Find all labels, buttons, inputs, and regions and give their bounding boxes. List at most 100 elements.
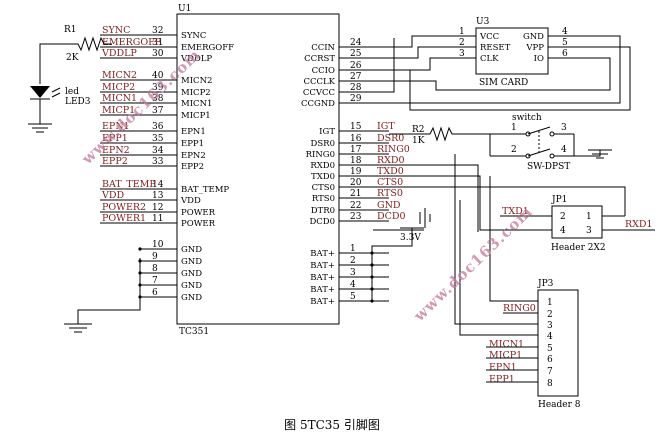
led-label: led (65, 87, 79, 97)
r1-value: 2K (66, 53, 79, 63)
u3-pin-name-5: VPP (525, 43, 544, 53)
u1-pin-name-19: TXD0 (311, 172, 335, 182)
u1-pin-name-13: VDD (180, 196, 201, 206)
u1-pin-name-27: CCCLK (303, 77, 335, 87)
u1-pin-name-40: MICN2 (181, 76, 212, 86)
u1-net-label-13: VDD (101, 190, 124, 201)
u1-pin-name-33: EPP2 (181, 162, 204, 172)
u1-pin-name-28: CCVCC (303, 88, 335, 98)
u1-pin-name-5: BAT+ (310, 297, 335, 307)
figure-caption: 图 5TC35 引脚图 (284, 418, 380, 432)
led-ref: LED3 (65, 97, 91, 107)
u1-pin-num-31: 31 (152, 38, 163, 48)
u3-ref: U3 (476, 17, 490, 27)
u1-net-label-32: SYNC (102, 25, 130, 36)
u1-net-label-39: MICP2 (102, 82, 135, 93)
supply-label: 3.3V (400, 233, 421, 243)
jp3-pin-8: 8 (547, 379, 553, 389)
u3-pin-num-3: 3 (459, 49, 465, 59)
sw-part: SW-DPST (527, 162, 570, 172)
u1-pin-name-4: BAT+ (310, 285, 335, 295)
u1-net-label-40: MICN2 (102, 70, 137, 81)
u1-pin-name-34: EPN2 (181, 151, 206, 161)
jp3-body (537, 289, 579, 397)
u1-net-label-34: EPN2 (102, 145, 130, 156)
u1-pin-name-36: EPN1 (181, 127, 206, 137)
u1-pin-num-18: 18 (350, 156, 362, 166)
switch-label: switch (512, 113, 542, 123)
u1-pin-num-23: 23 (350, 212, 362, 222)
u1-pin-num-20: 20 (350, 178, 362, 188)
r2-value: 1K (412, 136, 425, 146)
u1-junction-10 (138, 247, 142, 251)
u1-pin-num-40: 40 (152, 71, 164, 81)
r2-resistor (389, 126, 490, 142)
u1-pin-name-24: CCIN (311, 43, 335, 53)
u1-net-label-17: RING0 (377, 144, 410, 155)
u1-net-label-37: MICP1 (102, 105, 135, 116)
jp3-net-micn1: MICN1 (489, 339, 524, 350)
u1-pin-name-26: CCIO (312, 66, 335, 76)
jp1-txd: TXD1 (502, 206, 529, 217)
jp3-pin-6: 6 (547, 355, 553, 365)
jp1-part: Header 2X2 (551, 243, 606, 253)
jp3-net-epn1: EPN1 (489, 362, 517, 373)
u1-pin-name-30: VDDLP (180, 54, 212, 64)
u1-pin-num-16: 16 (350, 134, 362, 144)
led-diode (28, 86, 61, 133)
u1-pin-num-37: 37 (152, 106, 164, 116)
u1-pin-name-23: DCD0 (309, 217, 335, 227)
u1-net-label-11: POWER1 (102, 213, 146, 224)
u1-pin-num-22: 22 (350, 201, 361, 211)
u1-pin-name-14: BAT_TEMP (181, 185, 229, 195)
jp3-pin-5: 5 (547, 344, 553, 354)
u1-pin-name-1: BAT+ (310, 249, 335, 259)
u1-pin-name-20: CTS0 (312, 183, 335, 193)
jp3-net-epp1: EPP1 (489, 374, 515, 385)
u1-net-label-12: POWER2 (102, 202, 146, 213)
u3-body (475, 27, 549, 75)
u1-net-label-20: CTS0 (377, 177, 403, 188)
u3-pin-name-3: CLK (480, 54, 499, 64)
u1-pin-name-8: GND (181, 269, 202, 279)
u3-pin-num-4: 4 (562, 27, 568, 37)
u1-pin-num-33: 33 (152, 157, 164, 167)
u1-net-label-22: GND (377, 200, 401, 211)
u1-pin-num-36: 36 (152, 122, 164, 132)
jp1-pin-2: 2 (560, 212, 566, 222)
u1-pin-num-4: 4 (350, 280, 356, 290)
u1-net-label-33: EPP2 (102, 156, 128, 167)
u1-pin-name-7: GND (181, 281, 202, 291)
u1-net-label-19: TXD0 (377, 166, 404, 177)
u3-pin-num-1: 1 (459, 27, 465, 37)
u1-pin-num-27: 27 (350, 72, 362, 82)
u1-pin-name-32: SYNC (181, 31, 206, 41)
u1-net-label-18: RXD0 (377, 155, 405, 166)
u1-pin-name-22: DTR0 (311, 206, 335, 216)
u1-pin-name-38: MICN1 (181, 99, 212, 109)
jp3-pin-3: 3 (547, 321, 553, 331)
u1-net-label-38: MICN1 (102, 93, 137, 104)
switch-body (489, 126, 612, 159)
sw-pin-1: 1 (511, 123, 517, 133)
u1-net-label-30: VDDLP (101, 48, 137, 59)
u1-pin-num-8: 8 (152, 264, 158, 274)
u3-pin-num-5: 5 (562, 38, 568, 48)
jp1-ref: JP1 (551, 195, 567, 205)
u1-pin-num-9: 9 (152, 252, 158, 262)
u1-pin-num-7: 7 (152, 276, 158, 286)
u1-pin-num-30: 30 (152, 49, 164, 59)
u1-net-label-23: DCD0 (377, 211, 406, 222)
u1-pin-name-6: GND (181, 293, 202, 303)
jp3-pin-1: 1 (547, 298, 553, 308)
u1-pin-name-17: RING0 (306, 150, 335, 160)
u1-pin-name-2: BAT+ (310, 261, 335, 271)
u1-net-label-14: BAT_TEMP (102, 179, 156, 190)
u1-pin-name-11: POWER (181, 219, 216, 229)
u1-pin-name-10: GND (181, 245, 202, 255)
u1-pin-num-39: 39 (152, 83, 164, 93)
u1-pin-num-14: 14 (152, 180, 164, 190)
